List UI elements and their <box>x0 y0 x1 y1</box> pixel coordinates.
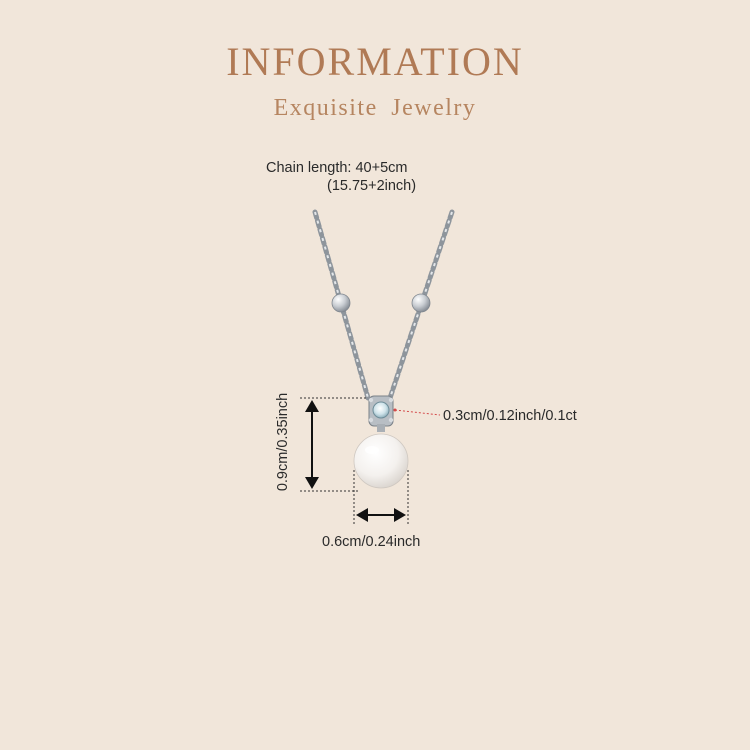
chain-length-label: Chain length: 40+5cm <box>266 160 408 176</box>
chain-length-inch-label: (15.75+2inch) <box>327 178 417 194</box>
stone-pointer <box>393 408 441 416</box>
height-dimension <box>300 397 366 492</box>
page-subtitle: Exquisite Jewelry <box>273 95 477 121</box>
pearl <box>353 424 409 489</box>
chain-bead-left <box>331 293 351 313</box>
stone-setting <box>368 395 394 427</box>
pendant-width-label: 0.6cm/0.24inch <box>322 534 421 550</box>
page-title: INFORMATION <box>226 39 524 84</box>
stone-size-label: 0.3cm/0.12inch/0.1ct <box>443 408 577 424</box>
width-dimension <box>353 470 409 525</box>
chain-bead-right <box>411 293 431 313</box>
